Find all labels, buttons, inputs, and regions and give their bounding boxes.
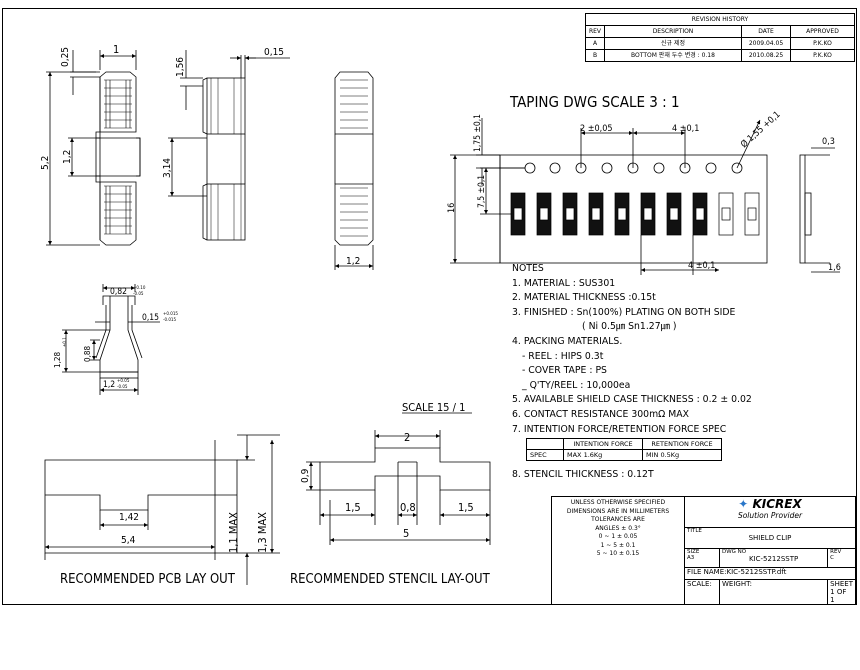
dim-156: 1,56 bbox=[175, 57, 186, 77]
dim-314: 3,14 bbox=[162, 158, 173, 178]
svg-text:-0.05: -0.05 bbox=[117, 384, 128, 390]
tape-pockets bbox=[510, 192, 760, 236]
logo-mark-icon: ✦ bbox=[738, 497, 749, 511]
company-tagline: Solution Provider bbox=[737, 511, 803, 520]
taping-title: TAPING DWG SCALE 3 : 1 bbox=[509, 93, 680, 111]
clip-side-view bbox=[168, 50, 290, 241]
dim-015b: 0,15 bbox=[142, 313, 159, 323]
pcb-layout-caption: RECOMMENDED PCB LAY OUT bbox=[60, 572, 236, 587]
notes-block: NOTES 1. MATERIAL : SUS301 2. MATERIAL T… bbox=[512, 263, 752, 435]
stencil-dim-15b: 1,5 bbox=[458, 501, 474, 514]
dim-175: 1,75 ±0,1 bbox=[473, 114, 483, 152]
force-spec-table: INTENTION FORCE RETENTION FORCE SPEC MAX… bbox=[526, 438, 722, 461]
dim-12b: 1,2 bbox=[103, 380, 115, 390]
stencil-layout-caption: RECOMMENDED STENCIL LAY-OUT bbox=[290, 572, 491, 587]
stencil-dim-15a: 1,5 bbox=[345, 501, 361, 514]
dim-75: 7,5 ±0,1 bbox=[477, 175, 487, 208]
drawing-number: KIC-5212SSTP bbox=[748, 555, 799, 563]
stencil-dim-5: 5 bbox=[403, 527, 409, 540]
stencil-layout bbox=[306, 430, 491, 545]
note-8: 8. STENCIL THICKNESS : 0.12T bbox=[512, 469, 654, 480]
company-logo: ✦ KICREX bbox=[738, 497, 802, 511]
file-name: FILE NAME:KIC-5212SSTP.dft bbox=[684, 567, 856, 580]
dim-128: 1,28 bbox=[53, 352, 62, 368]
drawing-title: SHIELD CLIP bbox=[748, 534, 792, 542]
dim-015: 0,15 bbox=[264, 47, 284, 58]
drawing-border bbox=[2, 8, 857, 605]
clip-profile-detail bbox=[62, 284, 160, 395]
sprocket-holes bbox=[524, 162, 743, 174]
dim-top-width: 1 bbox=[113, 43, 119, 56]
stencil-dim-2: 2 bbox=[404, 431, 410, 444]
stencil-dim-09: 0,9 bbox=[300, 468, 311, 483]
pcb-dim-54: 5,4 bbox=[121, 535, 136, 546]
clip-top-view bbox=[46, 50, 141, 246]
dim-16b: 1,6 bbox=[828, 263, 841, 273]
dim-4b: 4 ±0,1 bbox=[688, 261, 715, 271]
dim-12: 1,2 bbox=[62, 150, 73, 164]
notes-heading: NOTES bbox=[512, 263, 544, 274]
title-block: UNLESS OTHERWISE SPECIFIED DIMENSIONS AR… bbox=[551, 496, 856, 605]
clip-end-view bbox=[334, 71, 374, 270]
dim-52: 5,2 bbox=[40, 156, 51, 170]
table-row: SPEC MAX 1.6Kg MIN 0.5Kg bbox=[526, 449, 722, 461]
dim-088: 0,88 bbox=[83, 346, 92, 362]
scale-label: SCALE 15 / 1 bbox=[402, 401, 465, 414]
svg-text:-0.015: -0.015 bbox=[163, 317, 176, 323]
revision-history-table: REVISION HISTORY REV DESCRIPTION DATE AP… bbox=[585, 13, 855, 62]
dim-2: 2 ±0,05 bbox=[580, 124, 613, 134]
table-row: B BOTTOM 판재 두수 변경 : 0.18 2010.08.25 P.K.… bbox=[585, 49, 855, 62]
svg-text:+0.015: +0.015 bbox=[163, 311, 178, 317]
pcb-dim-11: 1,1 MAX bbox=[227, 512, 240, 553]
dim-16: 16 bbox=[447, 203, 457, 213]
svg-text:±0.1: ±0.1 bbox=[62, 337, 68, 347]
dim-155: Ø 1,55 +0,1 bbox=[739, 109, 783, 150]
dim-025: 0,25 bbox=[60, 47, 71, 67]
svg-text:-0.05: -0.05 bbox=[133, 291, 144, 297]
taping-drawing bbox=[450, 118, 840, 275]
pcb-dim-13: 1,3 MAX bbox=[256, 512, 269, 553]
dim-4: 4 ±0,1 bbox=[672, 124, 699, 134]
dim-082: 0,82 bbox=[110, 287, 127, 297]
dim-end-12: 1,2 bbox=[346, 256, 360, 267]
stencil-dim-08: 0,8 bbox=[400, 501, 416, 514]
pcb-dim-142: 1,42 bbox=[119, 512, 139, 523]
pcb-layout bbox=[44, 434, 280, 585]
svg-text:+0.10: +0.10 bbox=[133, 285, 146, 291]
dim-03: 0,3 bbox=[822, 137, 835, 147]
svg-text:+0.05: +0.05 bbox=[117, 378, 130, 384]
